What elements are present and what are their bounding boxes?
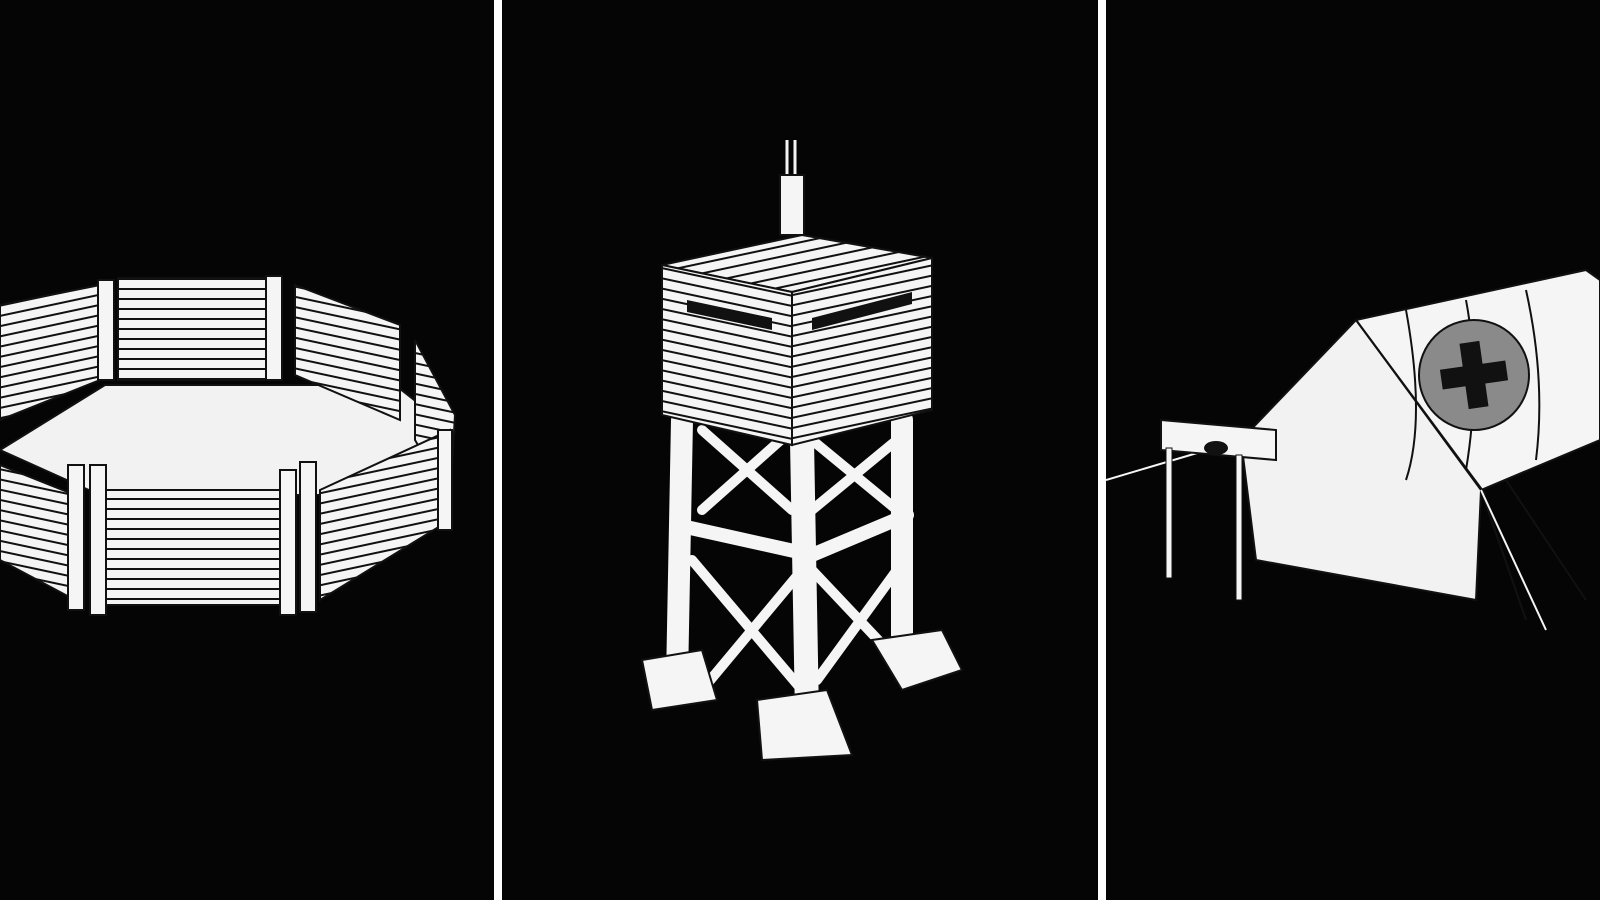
- panel-fence: [0, 0, 494, 900]
- panel-medical-tent: [1106, 0, 1600, 900]
- wooden-watchtower-icon: [640, 140, 964, 762]
- log-fence-enclosure-icon: [0, 275, 457, 616]
- medical-tent-icon: [1106, 268, 1600, 631]
- panel-watchtower: [502, 0, 1098, 900]
